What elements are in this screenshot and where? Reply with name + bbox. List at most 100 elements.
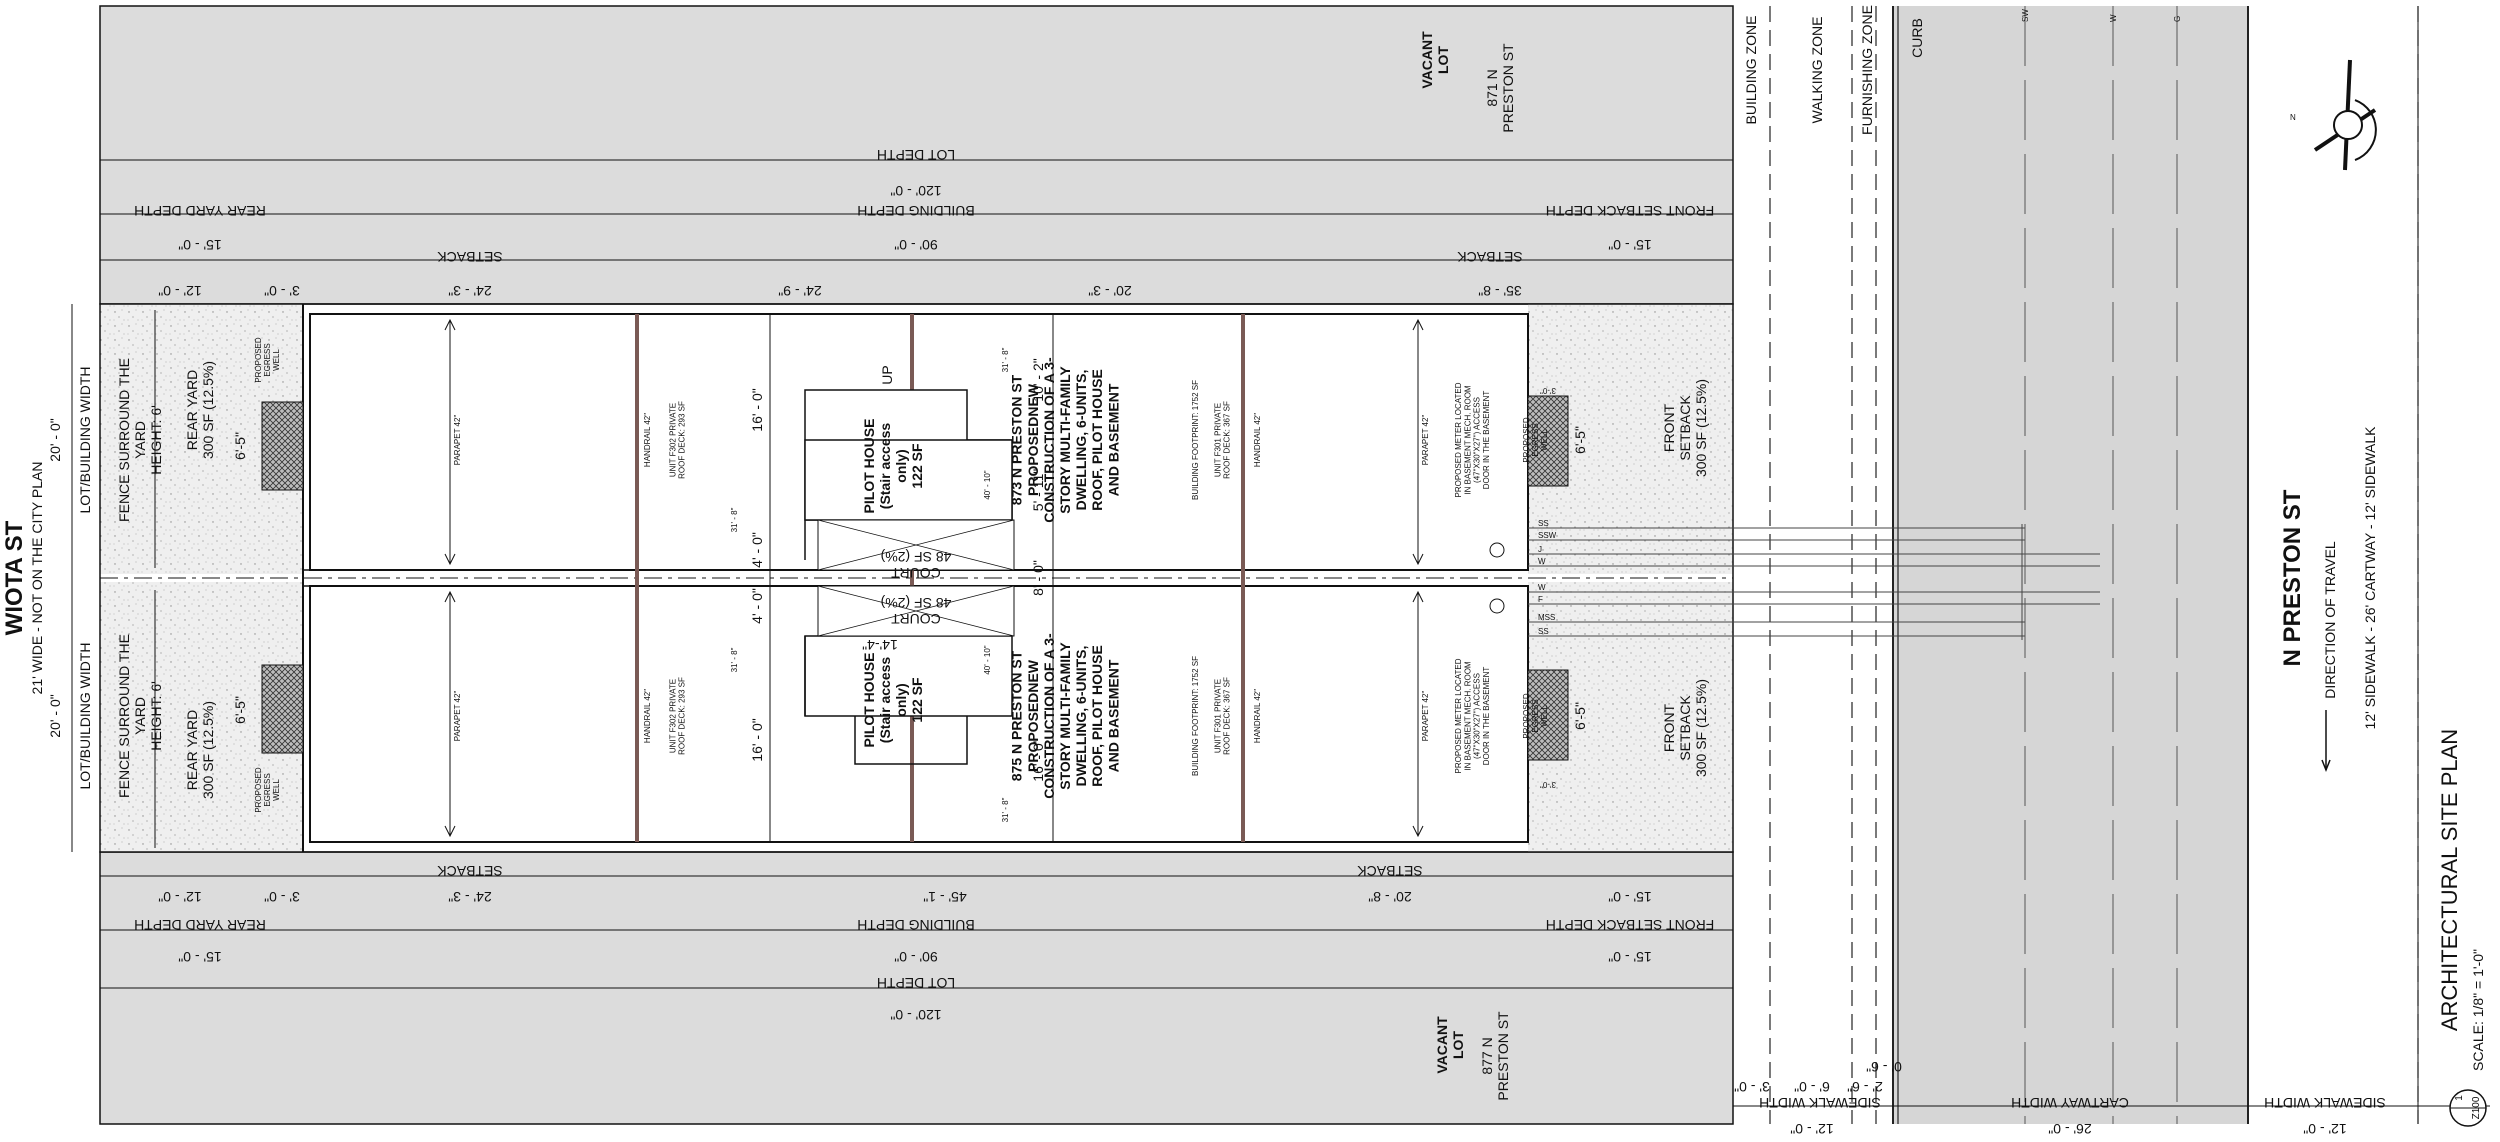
egress-well-front-lower xyxy=(1527,669,1569,761)
furnishing-zone-label: FURNISHING ZONE xyxy=(1859,5,1875,135)
dim-16-0-lower: 16' - 0" xyxy=(749,718,765,761)
front-setback-upper-label: FRONTSETBACK300 SF (12.5%) xyxy=(1661,379,1709,477)
front-setback-lower-label: FRONTSETBACK300 SF (12.5%) xyxy=(1661,679,1709,777)
unit-875-title: 875 N PRESTON STPROPOSEDNEWCONSTRUCTION … xyxy=(1009,633,1122,799)
building-depth-value-top: 90' - 0" xyxy=(894,237,937,253)
building-depth-label-bottom: BUILDING DEPTH xyxy=(857,917,974,933)
drawing-scale: SCALE: 1/8" = 1'-0" xyxy=(2470,949,2486,1071)
street-section: 12' SIDEWALK - 26' CARTWAY - 12' SIDEWAL… xyxy=(2362,426,2378,730)
deck-302-upper: UNIT F302 PRIVATEROOF DECK: 293 SF xyxy=(668,401,686,479)
buildings xyxy=(100,304,1733,852)
curb-label: CURB xyxy=(1909,18,1925,58)
court-upper-label: COURT48 SF (2%) xyxy=(881,549,952,581)
unit-873-title: 873 N PRESTON STPROPOSEDNEWCONSTRUCTION … xyxy=(1009,357,1122,523)
neighbor-bottom-address: 877 NPRESTON ST xyxy=(1479,1011,1511,1101)
road-mark-sw: SW xyxy=(2021,9,2030,22)
egress-well-rear-lower xyxy=(261,664,304,754)
handrail-rear-lower: HANDRAIL 42" xyxy=(643,689,652,743)
fence-note-upper: FENCE SURROUND THEYARDHEIGHT: 6' xyxy=(116,358,164,522)
handrail-front-lower: HANDRAIL 42" xyxy=(1253,689,1262,743)
parapet-front-lower: PARAPET 42" xyxy=(1421,691,1430,742)
egress-front-upper-dim: 6'-5" xyxy=(1572,426,1588,454)
walking-zone-label: WALKING ZONE xyxy=(1809,17,1825,124)
utility-lines xyxy=(1528,524,2100,640)
egress-rear-upper-label: PROPOSEDEGRESSWELL xyxy=(254,337,281,383)
zone-labels: BUILDING ZONE WALKING ZONE FURNISHING ZO… xyxy=(1743,5,1925,135)
dim-14-4-lower: 14'-4" xyxy=(862,637,898,653)
front-setback-depth-label-top: FRONT SETBACK DEPTH xyxy=(1546,203,1715,219)
dim-31-8-lower-b: 31' - 8" xyxy=(1001,797,1010,822)
upper-unit-labels: FENCE SURROUND THEYARDHEIGHT: 6' REAR YA… xyxy=(116,337,1709,596)
pilot-house-lower xyxy=(804,636,968,765)
utility-label-f: F xyxy=(1538,595,1543,604)
egress-well-front-upper xyxy=(1527,395,1569,487)
side-street-note: 21' WIDE - NOT ON THE CITY PLAN xyxy=(29,462,45,695)
dim-8-0-upper: 8' - 0" xyxy=(1030,560,1046,596)
top-dim-4: 24' - 9" xyxy=(778,283,821,299)
fence-note-lower: FENCE SURROUND THEYARDHEIGHT: 6' xyxy=(116,634,164,798)
dim-10-2-upper: 10' - 2" xyxy=(1030,358,1046,401)
rear-yard-depth-label-bottom: REAR YARD DEPTH xyxy=(134,917,266,933)
setback-label-bottom-left: SETBACK xyxy=(437,863,503,879)
bottom-dimension-labels: 12' - 0" 3' - 0" 24' - 3" 45' - 1" 20' -… xyxy=(134,863,1714,1101)
utility-label-mss: MSS xyxy=(1538,613,1555,622)
bottom-dim-4: 45' - 1" xyxy=(923,889,966,905)
deck-301-lower: UNIT F301 PRIVATEROOF DECK: 367 SF xyxy=(1213,677,1231,755)
parapet-rear-upper: PARAPET 42" xyxy=(453,415,462,466)
meter-upper xyxy=(1489,542,1505,558)
dim-31-8-upper-b: 31' - 8" xyxy=(1001,347,1010,372)
dim-40-10-lower: 40' - 10" xyxy=(983,645,992,674)
direction-of-travel: DIRECTION OF TRAVEL xyxy=(2322,541,2338,699)
road-mark-g: G xyxy=(2173,16,2182,22)
sidewalk-total: 12' - 0" xyxy=(1790,1121,1833,1137)
rear-yard-depth-value-bottom: 15' - 0" xyxy=(178,949,221,965)
main-street: N PRESTON ST DIRECTION OF TRAVEL 12' SID… xyxy=(2279,426,2378,773)
neighbor-top-address: 871 NPRESTON ST xyxy=(1484,43,1516,133)
top-dim-5: 20' - 3" xyxy=(1088,283,1131,299)
sidewalk-part-3: 2' - 6" xyxy=(1847,1079,1883,1095)
rear-yard-note-upper: REAR YARD300 SF (12.5%) xyxy=(184,361,216,459)
sidewalk-part-1: 3' - 0" xyxy=(1734,1079,1770,1095)
handrail-front-upper: HANDRAIL 42" xyxy=(1253,413,1262,467)
front-setback-depth-value-bottom: 15' - 0" xyxy=(1608,949,1651,965)
side-street: WIOTA ST 21' WIDE - NOT ON THE CITY PLAN… xyxy=(1,366,93,789)
egress-front-lower-dim: 6'-5" xyxy=(1572,702,1588,730)
utility-label-j: J xyxy=(1538,545,1542,554)
egress-rear-lower-dim: 6'-5" xyxy=(232,696,248,724)
parapet-front-upper: PARAPET 42" xyxy=(1421,415,1430,466)
top-dim-1: 12' - 0" xyxy=(158,283,201,299)
footprint-upper: BUILDING FOOTPRINT: 1752 SF xyxy=(1191,380,1200,500)
drawing-title: ARCHITECTURAL SITE PLAN xyxy=(2437,729,2462,1031)
egress-front-lower-label: PROPOSEDEGRESSWELL xyxy=(1522,693,1549,739)
side-street-name: WIOTA ST xyxy=(1,520,28,635)
dim-16-0-upper: 16' - 0" xyxy=(749,388,765,431)
dim-5-11-upper: 5' - 11" xyxy=(1030,469,1046,511)
sidewalk-width-label-left: SIDEWALK WIDTH xyxy=(1759,1095,1881,1111)
handrail-rear-upper: HANDRAIL 42" xyxy=(643,413,652,467)
cartway-total: 26' - 0" xyxy=(2048,1121,2091,1137)
dim-16-0-lower-b: 16' - 0" xyxy=(1030,738,1046,781)
setback-label-top-left: SETBACK xyxy=(437,249,503,265)
lot-width-label-lower: LOT/BUILDING WIDTH xyxy=(77,642,93,789)
bottom-dim-1: 12' - 0" xyxy=(158,889,201,905)
court-lower-label: COURT48 SF (2%) xyxy=(881,595,952,627)
title-block: ARCHITECTURAL SITE PLAN SCALE: 1/8" = 1'… xyxy=(2417,6,2487,1127)
dim-40-10-upper: 40' - 10" xyxy=(983,470,992,499)
building-depth-value-bottom: 90' - 0" xyxy=(894,949,937,965)
deck-302-lower: UNIT F302 PRIVATEROOF DECK: 293 SF xyxy=(668,677,686,755)
egress-front-upper-label: PROPOSEDEGRESSWELL xyxy=(1522,417,1549,463)
top-dim-2: 3' - 0" xyxy=(264,283,300,299)
egress-front-upper-offset: 3'-0" xyxy=(1540,386,1556,395)
neighbor-lot-top xyxy=(99,5,1734,305)
dim-31-8-lower-a: 31' - 8" xyxy=(730,647,739,672)
utility-label-ss: SS xyxy=(1538,519,1549,528)
road-mark-w: W xyxy=(2109,14,2118,22)
utility-labels: SS SSW J W W F MSS SS xyxy=(1538,519,1557,636)
pilot-house-lower-label: PILOT HOUSE(Stair accessonly)122 SF xyxy=(861,653,925,748)
egress-rear-upper-dim: 6'-5" xyxy=(232,432,248,460)
lot-depth-label-top: LOT DEPTH xyxy=(877,147,955,163)
sidewalk-right-total: 12' - 0" xyxy=(2303,1121,2346,1137)
utility-label-ssw: SSW xyxy=(1538,531,1557,540)
road-survey-lines xyxy=(2024,6,2178,1124)
